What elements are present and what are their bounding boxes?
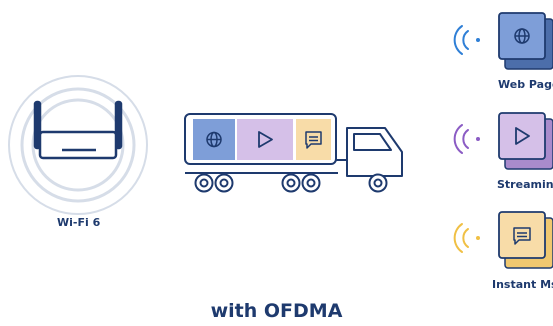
wheel: [196, 175, 213, 192]
cargo-web: [193, 119, 235, 160]
wifi-waves-icon: [455, 224, 480, 252]
cargo-streaming: [237, 119, 293, 160]
cargo-streaming-box: [237, 119, 293, 160]
device-message: [455, 212, 553, 268]
device-label-message: Instant Ms: [492, 278, 553, 291]
device-label-web: Web Page: [498, 78, 553, 91]
wifi-waves-icon: [455, 26, 480, 54]
cargo-message: [296, 119, 331, 160]
wheel: [283, 175, 300, 192]
wifi-waves-icon: [455, 125, 480, 153]
device-front: [499, 113, 545, 159]
device-streaming: [455, 113, 553, 169]
device-web: [455, 13, 553, 69]
caption: with OFDMA: [0, 300, 553, 322]
truck-icon: [185, 114, 402, 192]
wheel: [370, 175, 387, 192]
cargo-message-box: [296, 119, 331, 160]
device-label-streaming: Streaming: [497, 178, 553, 191]
router-body: [40, 132, 116, 158]
truck-wheels: [196, 175, 387, 192]
wheel: [303, 175, 320, 192]
router-group: [9, 76, 147, 214]
wheel: [216, 175, 233, 192]
truck-cab: [347, 128, 402, 176]
device-front: [499, 212, 545, 258]
router-label: Wi-Fi 6: [57, 216, 100, 229]
